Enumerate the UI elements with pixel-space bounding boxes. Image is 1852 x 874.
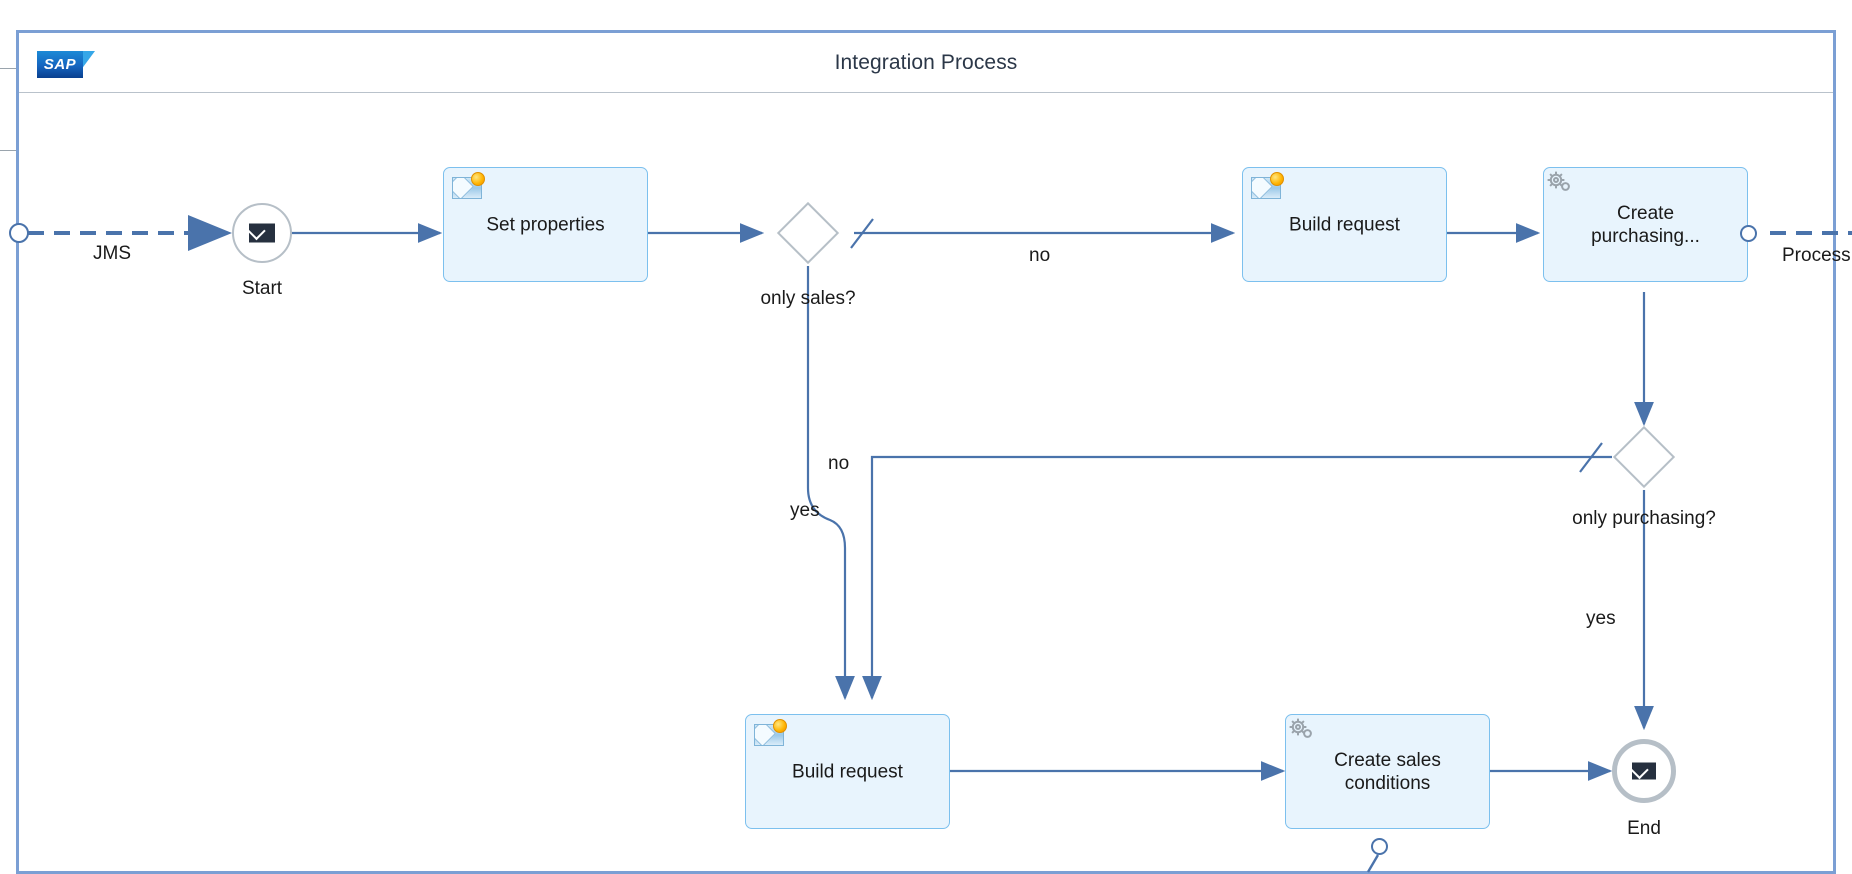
envelope-icon [249,223,275,243]
gateway-only-sales-label: only sales? [760,288,856,309]
request-reply-gear-icon [1286,716,1316,742]
end-event-caption: End [1627,818,1661,839]
sap-logo-text: SAP [43,56,77,73]
sales-no-label: no [1029,245,1051,266]
content-modifier-icon [754,719,787,747]
task-label: Build request [1289,214,1400,235]
request-reply-gear-icon [1544,169,1574,195]
create-purchasing-endpoint[interactable] [1740,225,1757,242]
jms-flow-label: JMS [93,243,131,264]
sun-badge-glyph [1270,172,1284,186]
task-build-request-top[interactable]: Build request [1242,167,1447,282]
task-label: Set properties [486,214,605,235]
gateway-only-sales[interactable] [776,201,840,265]
task-create-purchasing[interactable]: Create purchasing... [1543,167,1748,282]
task-create-sales-conditions[interactable]: Create sales conditions [1285,714,1490,829]
create-sales-conditions-endpoint[interactable] [1371,838,1388,855]
gateway-diamond [776,201,840,265]
sales-yes-label: yes [790,500,820,521]
sun-badge-glyph [471,172,485,186]
task-label-line2: purchasing... [1591,225,1700,247]
process-right-label: Process [1782,245,1851,266]
pool-title: Integration Process [834,51,1018,74]
task-label: Build request [792,761,903,782]
sap-logo-body [37,51,83,78]
task-label-line2: conditions [1344,772,1431,794]
task-label-line1: Create sales [1334,749,1441,771]
start-event-caption: Start [241,278,283,299]
gateway-only-purchasing[interactable] [1612,425,1676,489]
gateway-diamond [1612,425,1676,489]
purchasing-no-label: no [828,453,850,474]
content-modifier-icon [452,172,485,200]
task-label: Create purchasing... [1548,202,1743,248]
sun-badge-glyph [773,719,787,733]
gateway-only-purchasing-label: only purchasing? [1572,508,1716,529]
task-build-request-bottom[interactable]: Build request [745,714,950,829]
task-set-properties[interactable]: Set properties [443,167,648,282]
task-label: Create sales conditions [1290,749,1485,795]
start-event[interactable] [232,203,292,263]
end-event[interactable] [1612,739,1676,803]
sap-logo: SAP [37,51,95,78]
purchasing-yes-label: yes [1586,608,1616,629]
pool-header [19,33,1833,93]
task-label-line1: Create [1616,202,1675,224]
content-modifier-icon [1251,172,1284,200]
left-pool-stub-bottom [0,150,17,874]
left-pool-stub-top [0,68,17,152]
envelope-icon [1632,762,1656,780]
